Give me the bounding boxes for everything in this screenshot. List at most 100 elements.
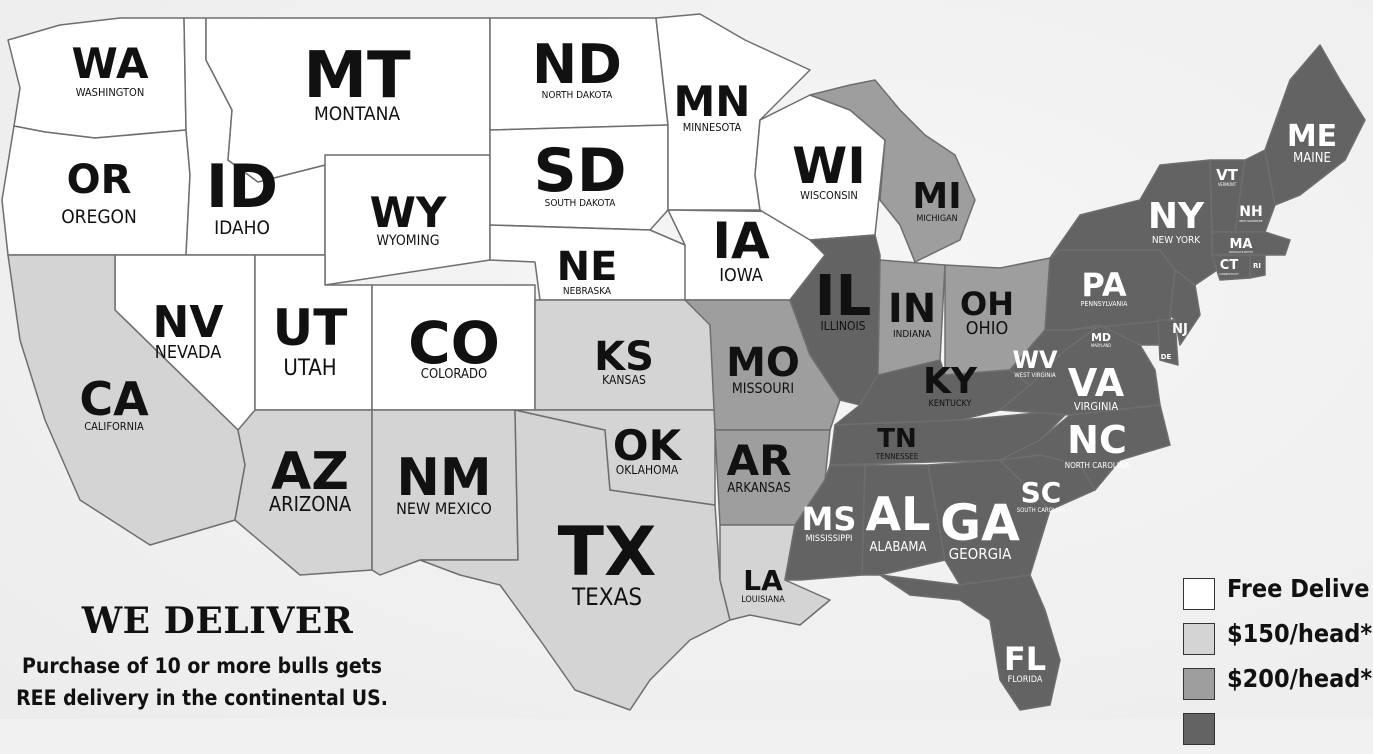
label-name-mn: MINNESOTA — [683, 121, 742, 134]
label-abbr-co: CO — [408, 309, 500, 377]
label-abbr-wy: WY — [370, 188, 447, 237]
state-mi[interactable] — [809, 79, 976, 263]
label-name-ma: MASSACHUSETTS — [1229, 250, 1253, 254]
state-fl[interactable] — [879, 574, 1061, 711]
label-name-nv: NEVADA — [155, 342, 222, 363]
state-labels: WA WASHINGTON OR OREGON ID IDAHO MT MONT… — [61, 33, 1337, 685]
label-abbr-nj: NJ — [1172, 322, 1188, 337]
label-abbr-nv: NV — [153, 297, 224, 348]
label-abbr-wv: WV — [1012, 346, 1057, 374]
legend-label: $150/head* — [1227, 619, 1373, 648]
label-abbr-id: ID — [206, 152, 278, 222]
state-al[interactable] — [861, 464, 946, 576]
label-abbr-wa: WA — [72, 39, 149, 88]
label-name-mt: MONTANA — [314, 103, 400, 125]
label-name-wv: WEST VIRGINIA — [1014, 372, 1056, 379]
label-name-ga: GEORGIA — [949, 545, 1012, 563]
label-abbr-nd: ND — [532, 33, 622, 96]
label-name-id: IDAHO — [214, 217, 270, 239]
label-abbr-il: IL — [815, 264, 872, 329]
state-de[interactable] — [1157, 319, 1179, 366]
label-abbr-nm: NM — [396, 448, 491, 508]
label-abbr-ca: CA — [79, 372, 149, 426]
label-abbr-sc: SC — [1021, 476, 1062, 509]
label-abbr-in: IN — [888, 286, 936, 332]
label-name-mi: MICHIGAN — [916, 214, 957, 224]
label-name-ms: MISSISSIPPI — [806, 534, 853, 544]
label-abbr-nh: NH — [1239, 204, 1262, 220]
label-abbr-ms: MS — [802, 500, 857, 538]
label-abbr-ok: OK — [613, 421, 683, 470]
label-name-il: ILLINOIS — [821, 319, 866, 333]
label-abbr-wi: WI — [792, 137, 866, 195]
label-name-va: VIRGINIA — [1074, 400, 1118, 413]
label-abbr-va: VA — [1068, 361, 1125, 405]
label-abbr-ar: AR — [727, 436, 792, 485]
label-abbr-mo: MO — [726, 340, 800, 386]
label-abbr-de: DE — [1161, 353, 1172, 361]
label-name-fl: FLORIDA — [1008, 675, 1043, 685]
label-abbr-nc: NC — [1067, 418, 1127, 462]
label-name-nm: NEW MEXICO — [396, 499, 492, 518]
label-abbr-pa: PA — [1081, 266, 1127, 304]
label-abbr-tn: TN — [877, 424, 917, 454]
label-name-ca: CALIFORNIA — [84, 420, 144, 433]
label-abbr-or: OR — [67, 157, 132, 203]
label-name-co: COLORADO — [421, 367, 487, 382]
state-il[interactable] — [789, 234, 881, 406]
label-name-ks: KANSAS — [602, 373, 646, 387]
label-name-wy: WYOMING — [376, 233, 439, 249]
state-ri[interactable] — [1249, 254, 1266, 279]
label-name-tn: TENNESSEE — [875, 452, 919, 461]
state-sd[interactable] — [489, 124, 669, 231]
label-name-az: ARIZONA — [269, 492, 352, 516]
label-name-ut: UTAH — [283, 356, 336, 381]
label-abbr-md: MD — [1091, 331, 1111, 344]
label-name-ny: NEW YORK — [1152, 235, 1201, 246]
label-abbr-al: AL — [866, 487, 931, 541]
label-abbr-ri: RI — [1253, 262, 1261, 270]
label-abbr-az: AZ — [271, 442, 349, 502]
label-abbr-fl: FL — [1004, 640, 1046, 678]
headline: WE DELIVER — [81, 600, 354, 642]
label-name-sd: SOUTH DAKOTA — [545, 198, 617, 209]
label-name-in: INDIANA — [893, 329, 932, 340]
state-nc[interactable] — [999, 404, 1171, 491]
legend-swatch — [1183, 668, 1215, 700]
label-name-wi: WISCONSIN — [800, 189, 858, 202]
state-ok[interactable] — [514, 409, 716, 506]
label-name-sc: SOUTH CAROLINA — [1017, 507, 1066, 514]
label-name-la: LOUISIANA — [741, 595, 785, 605]
label-abbr-mi: MI — [912, 176, 961, 217]
state-me[interactable] — [1264, 44, 1366, 206]
label-name-nd: NORTH DAKOTA — [542, 90, 614, 101]
delivery-note-line-2: REE delivery in the continental US. — [16, 686, 388, 710]
label-abbr-la: LA — [743, 564, 783, 597]
label-name-ne: NEBRASKA — [563, 286, 612, 297]
label-abbr-ga: GA — [940, 494, 1020, 552]
label-abbr-ut: UT — [273, 299, 348, 357]
label-name-al: ALABAMA — [870, 540, 927, 555]
delivery-note-line-1: Purchase of 10 or more bulls gets — [22, 654, 382, 678]
legend-label: Free Delive — [1227, 574, 1370, 603]
label-abbr-ma: MA — [1230, 237, 1253, 252]
label-name-nc: NORTH CAROLINA — [1065, 461, 1130, 470]
label-name-ct: CONNECTICUT — [1219, 272, 1239, 276]
state-md[interactable] — [1069, 319, 1171, 346]
label-name-or: OREGON — [61, 206, 137, 228]
legend-swatch — [1183, 578, 1215, 610]
legend-swatch — [1183, 713, 1215, 745]
label-abbr-ne: NE — [557, 244, 618, 290]
state-ma[interactable] — [1211, 231, 1291, 256]
label-abbr-tx: TX — [558, 513, 657, 592]
legend-swatch — [1183, 623, 1215, 655]
label-abbr-sd: SD — [533, 136, 626, 206]
label-abbr-oh: OH — [960, 285, 1014, 323]
label-abbr-ia: IA — [712, 212, 770, 270]
label-abbr-ct: CT — [1220, 258, 1239, 273]
label-name-md: MARYLAND — [1091, 343, 1111, 348]
label-name-vt: VERMONT — [1218, 182, 1237, 187]
label-abbr-ks: KS — [594, 334, 654, 380]
label-abbr-ky: KY — [923, 361, 978, 402]
label-abbr-vt: VT — [1216, 166, 1239, 184]
